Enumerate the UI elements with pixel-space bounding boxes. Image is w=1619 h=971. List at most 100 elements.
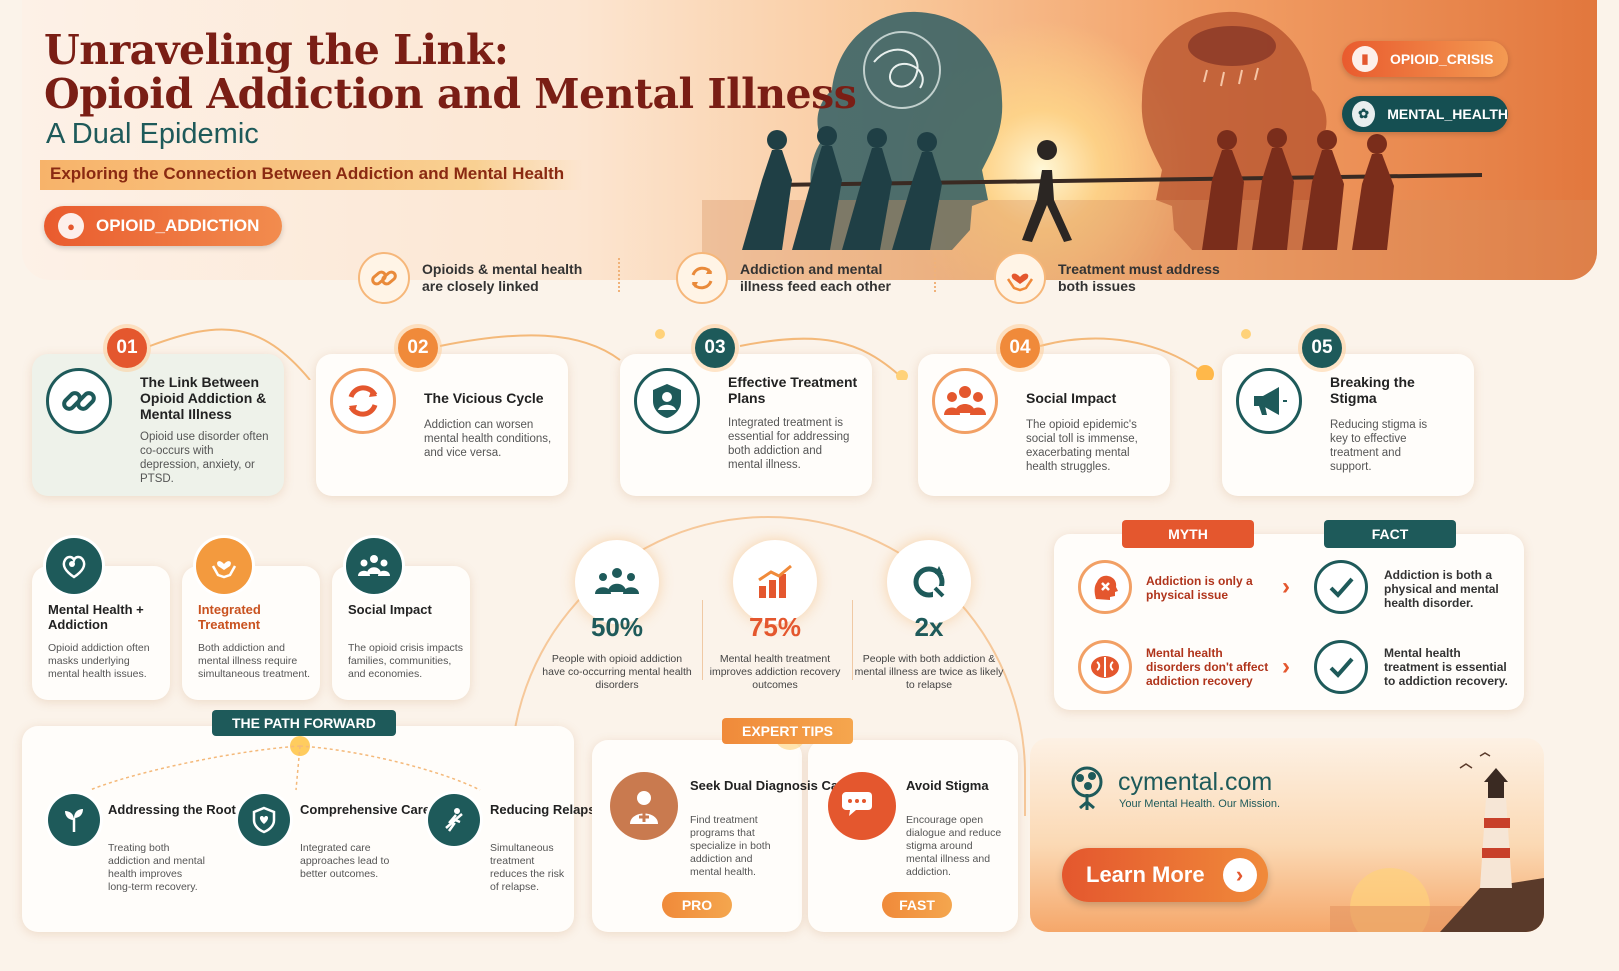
myth-fact-panel: [1054, 534, 1524, 710]
learn-more-label: Learn More: [1086, 862, 1205, 887]
step-badge-01: 01: [107, 328, 147, 368]
subtitle-ribbon: Exploring the Connection Between Addicti…: [40, 160, 585, 190]
chat-bubbles-icon: [828, 772, 896, 840]
key-points-band: Opioids & mental health are closely link…: [210, 244, 1410, 312]
checkmark-icon: [1314, 560, 1368, 614]
key-point-text: Treatment must address both issues: [1058, 261, 1220, 294]
timeline-card-title: Effective Treatment Plans: [728, 374, 858, 406]
timeline-card-body: Integrated treatment is essential for ad…: [728, 417, 850, 471]
timeline-card-03: Effective Treatment Plans Integrated tre…: [620, 354, 872, 496]
fact-text: Mental health treatment is essential to …: [1384, 646, 1508, 688]
checkmark-icon: [1314, 640, 1368, 694]
sprout-icon: [48, 794, 100, 846]
brand-tagline: Your Mental Health. Our Mission.: [1119, 798, 1280, 810]
brand-name: cymental.com: [1118, 768, 1273, 796]
myth-text: Mental health disorders don't affect add…: [1146, 646, 1269, 688]
step-badge-02: 02: [398, 328, 438, 368]
arrow-right-icon: ›: [1282, 653, 1290, 680]
key-point: Opioids & mental health are closely link…: [358, 252, 592, 304]
tip-title: Avoid Stigma: [906, 778, 989, 793]
stat-block: 75% Mental health treatment improves add…: [700, 540, 850, 692]
chain-link-icon: [46, 368, 112, 434]
page-title-line1: Unraveling the Link:: [44, 26, 509, 74]
people-group-icon: [932, 368, 998, 434]
stat-value: 75%: [748, 612, 802, 642]
info-card-mental-health: Mental Health + Addiction Opioid addicti…: [32, 566, 170, 700]
timeline-card-body: Opioid use disorder often co-occurs with…: [140, 431, 269, 485]
fast-button[interactable]: FAST: [882, 892, 952, 918]
path-rays: [89, 736, 481, 791]
info-card-title: Integrated Treatment: [198, 602, 261, 632]
path-forward-label: THE PATH FORWARD: [212, 710, 396, 736]
stat-label: Mental health treatment improves addicti…: [709, 653, 841, 691]
path-item-title: Comprehensive Care: [300, 802, 431, 817]
timeline-card-title: The Vicious Cycle: [424, 390, 544, 406]
step-badge-03: 03: [695, 328, 735, 368]
head-x-icon: [1078, 560, 1132, 614]
divider: [618, 258, 620, 292]
people-group-icon: [346, 538, 402, 594]
timeline-card-title: Social Impact: [1026, 390, 1117, 406]
timeline-card-04: Social Impact The opioid epidemic's soci…: [918, 354, 1170, 496]
timeline-connector: [149, 328, 1251, 380]
mental-health-tag-label: MENTAL_HEALTH: [1387, 106, 1508, 122]
timeline-card-body: The opioid epidemic's social toll is imm…: [1026, 419, 1138, 473]
fact-text: Addiction is both a physical and mental …: [1384, 568, 1499, 610]
opioid-crisis-tag[interactable]: ▮ OPIOID_CRISIS: [1342, 41, 1508, 77]
fact-label: FACT: [1324, 520, 1456, 548]
tug-of-war-illustration: [702, 11, 1597, 280]
stat-value: 2x: [914, 612, 944, 642]
timeline-card-body: Addiction can worsen mental health condi…: [424, 419, 552, 459]
expert-tips-label: EXPERT TIPS: [722, 718, 854, 744]
learn-more-button[interactable]: Learn More ›: [1062, 848, 1268, 902]
pro-button[interactable]: PRO: [662, 892, 732, 918]
page-subtitle: A Dual Epidemic: [46, 118, 259, 150]
shield-person-icon: [634, 368, 700, 434]
path-item-title: Reducing Relapse: [490, 802, 603, 817]
info-card-integrated-treatment: Integrated Treatment Both addiction and …: [182, 566, 320, 700]
refresh-icon: [887, 540, 971, 624]
mental-health-tag[interactable]: ✿ MENTAL_HEALTH: [1342, 96, 1508, 132]
divider: [852, 600, 853, 680]
heart-hands-icon: [196, 538, 252, 594]
info-card-title: Social Impact: [348, 602, 432, 617]
climber-icon: [428, 794, 480, 846]
timeline-card-05: Breaking the Stigma Reducing stigma is k…: [1222, 354, 1474, 496]
people-group-icon: [575, 540, 659, 624]
info-card-title: Mental Health + Addiction: [48, 602, 144, 632]
shield-heart-icon: [238, 794, 290, 846]
opioid-crisis-tag-label: OPIOID_CRISIS: [1390, 51, 1494, 67]
heart-head-icon: [46, 538, 102, 594]
key-point-text: Opioids & mental health are closely link…: [422, 261, 583, 294]
timeline-card-01: The Link Between Opioid Addiction & Ment…: [32, 354, 284, 496]
path-item-body: Simultaneous treatment reduces the risk …: [490, 842, 565, 893]
key-point: Addiction and mental illness feed each o…: [676, 252, 910, 304]
tip-title: Seek Dual Diagnosis Care: [690, 778, 851, 793]
path-item-body: Integrated care approaches lead to bette…: [300, 842, 390, 880]
path-item-title: Addressing the Root Cause: [108, 802, 279, 817]
myth-label: MYTH: [1122, 520, 1254, 548]
arrow-right-icon: ›: [1282, 573, 1290, 600]
tip-body: Encourage open dialogue and reduce stigm…: [906, 814, 1002, 878]
timeline-card-body: Reducing stigma is key to effective trea…: [1330, 419, 1428, 473]
info-card-body: Opioid addiction often masks underlying …: [48, 642, 150, 680]
bar-chart-icon: [733, 540, 817, 624]
pill-bottle-icon: ▮: [1352, 46, 1378, 72]
timeline-card-02: The Vicious Cycle Addiction can worsen m…: [316, 354, 568, 496]
lighthouse-illustration: [1330, 752, 1544, 932]
timeline-card-title: Breaking the Stigma: [1330, 374, 1415, 406]
stat-block: 2x People with both addiction & mental i…: [854, 540, 1004, 692]
opioid-addiction-tag[interactable]: ● OPIOID_ADDICTION: [44, 206, 282, 246]
tree-logo-icon: [1071, 766, 1103, 810]
stat-block: 50% People with opioid addiction have co…: [542, 540, 692, 692]
divider: [702, 600, 703, 680]
cycle-arrows-icon: [676, 252, 728, 304]
path-item-body: Treating both addiction and mental healt…: [108, 842, 205, 893]
brain-icon: ✿: [1352, 101, 1376, 127]
stat-value: 50%: [590, 612, 644, 642]
opioid-addiction-tag-label: OPIOID_ADDICTION: [96, 216, 260, 235]
chain-link-icon: [358, 252, 410, 304]
info-card-body: Both addiction and mental illness requir…: [198, 642, 311, 680]
stat-label: People with opioid addiction have co-occ…: [542, 653, 692, 691]
cycle-arrows-icon: [330, 368, 396, 434]
